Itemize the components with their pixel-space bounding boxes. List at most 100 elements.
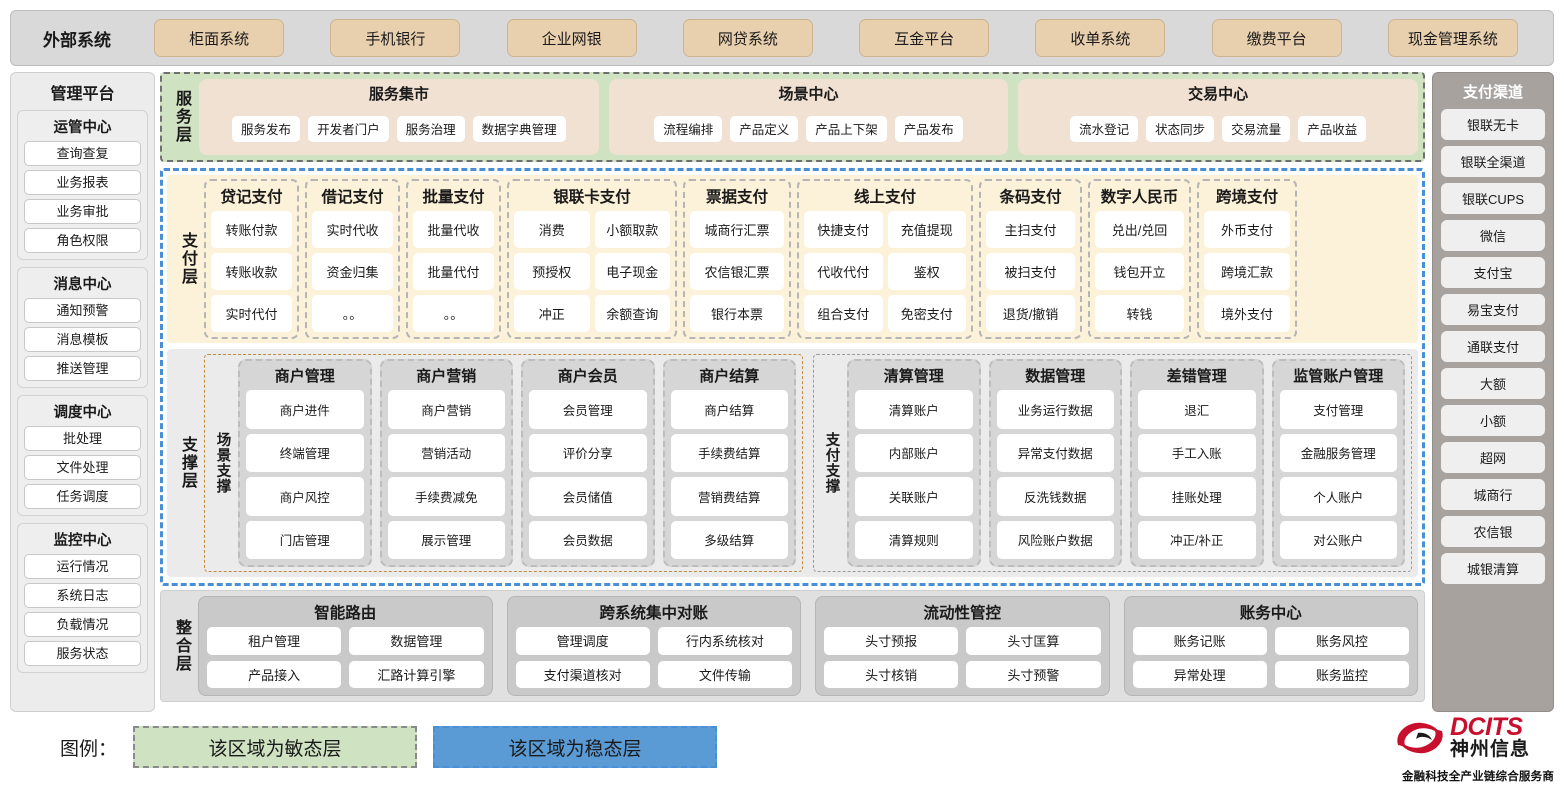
support-item[interactable]: 营销活动	[387, 433, 505, 472]
payment-item[interactable]: 转钱	[1095, 295, 1184, 332]
external-system-chip[interactable]: 柜面系统	[154, 19, 285, 57]
management-item[interactable]: 角色权限	[24, 228, 141, 253]
external-system-chip[interactable]: 手机银行	[330, 19, 461, 57]
support-item[interactable]: 多级结算	[670, 520, 788, 559]
payment-item[interactable]: 实时代付	[211, 295, 292, 332]
payment-item[interactable]: 转账付款	[211, 211, 292, 248]
support-item[interactable]: 展示管理	[387, 520, 505, 559]
payment-channel-item[interactable]: 农信银	[1441, 516, 1545, 547]
integration-item[interactable]: 账务记账	[1132, 627, 1267, 655]
management-item[interactable]: 批处理	[24, 426, 141, 451]
integration-item[interactable]: 头寸匡算	[966, 627, 1101, 655]
management-item[interactable]: 消息模板	[24, 327, 141, 352]
integration-item[interactable]: 头寸预报	[824, 627, 959, 655]
payment-item[interactable]: 城商行汇票	[690, 211, 784, 248]
management-item[interactable]: 服务状态	[24, 641, 141, 666]
payment-item[interactable]: 代收代付	[804, 253, 883, 290]
support-item[interactable]: 风险账户数据	[996, 520, 1114, 559]
payment-item[interactable]: 资金归集	[312, 253, 393, 290]
management-item[interactable]: 任务调度	[24, 484, 141, 509]
external-system-chip[interactable]: 企业网银	[506, 19, 637, 57]
integration-item[interactable]: 行内系统核对	[657, 627, 792, 655]
support-item[interactable]: 业务运行数据	[996, 390, 1114, 429]
management-item[interactable]: 系统日志	[24, 583, 141, 608]
payment-item[interactable]: 。。	[312, 295, 393, 332]
integration-item[interactable]: 汇路计算引擎	[349, 660, 484, 688]
service-item[interactable]: 开发者门户	[308, 115, 389, 142]
support-item[interactable]: 会员管理	[529, 390, 647, 429]
service-item[interactable]: 产品发布	[894, 115, 963, 142]
payment-item[interactable]: 小额取款	[594, 211, 670, 248]
payment-item[interactable]: 批量代付	[413, 253, 494, 290]
integration-item[interactable]: 头寸预警	[966, 660, 1101, 688]
payment-item[interactable]: 预授权	[514, 253, 590, 290]
management-item[interactable]: 推送管理	[24, 356, 141, 381]
payment-channel-item[interactable]: 城商行	[1441, 479, 1545, 510]
payment-item[interactable]: 外币支付	[1204, 211, 1290, 248]
payment-item[interactable]: 余额查询	[594, 295, 670, 332]
payment-item[interactable]: 主扫支付	[986, 211, 1075, 248]
support-item[interactable]: 关联账户	[855, 477, 973, 516]
payment-channel-item[interactable]: 支付宝	[1441, 257, 1545, 288]
payment-item[interactable]: 钱包开立	[1095, 253, 1184, 290]
management-item[interactable]: 运行情况	[24, 554, 141, 579]
service-item[interactable]: 数据字典管理	[472, 115, 566, 142]
payment-item[interactable]: 鉴权	[887, 253, 966, 290]
payment-item[interactable]: 退货/撤销	[986, 295, 1075, 332]
service-item[interactable]: 交易流量	[1222, 115, 1291, 142]
payment-item[interactable]: 境外支付	[1204, 295, 1290, 332]
payment-item[interactable]: 消费	[514, 211, 590, 248]
payment-item[interactable]: 兑出/兑回	[1095, 211, 1184, 248]
support-item[interactable]: 清算账户	[855, 390, 973, 429]
payment-item[interactable]: 免密支付	[887, 295, 966, 332]
payment-channel-item[interactable]: 小额	[1441, 405, 1545, 436]
payment-channel-item[interactable]: 微信	[1441, 220, 1545, 251]
payment-item[interactable]: 转账收款	[211, 253, 292, 290]
integration-item[interactable]: 管理调度	[515, 627, 650, 655]
support-item[interactable]: 挂账处理	[1138, 477, 1256, 516]
management-item[interactable]: 负载情况	[24, 612, 141, 637]
management-item[interactable]: 查询查复	[24, 141, 141, 166]
integration-item[interactable]: 支付渠道核对	[515, 660, 650, 688]
payment-channel-item[interactable]: 通联支付	[1441, 331, 1545, 362]
payment-item[interactable]: 被扫支付	[986, 253, 1075, 290]
service-item[interactable]: 产品收益	[1298, 115, 1367, 142]
service-item[interactable]: 流水登记	[1070, 115, 1139, 142]
support-item[interactable]: 商户结算	[670, 390, 788, 429]
support-item[interactable]: 退汇	[1138, 390, 1256, 429]
support-item[interactable]: 会员数据	[529, 520, 647, 559]
support-item[interactable]: 营销费结算	[670, 477, 788, 516]
service-item[interactable]: 服务治理	[396, 115, 465, 142]
external-system-chip[interactable]: 网贷系统	[682, 19, 813, 57]
integration-item[interactable]: 头寸核销	[824, 660, 959, 688]
integration-item[interactable]: 数据管理	[349, 627, 484, 655]
service-item[interactable]: 流程编排	[654, 115, 723, 142]
support-item[interactable]: 对公账户	[1279, 520, 1397, 559]
support-item[interactable]: 冲正/补正	[1138, 520, 1256, 559]
management-item[interactable]: 文件处理	[24, 455, 141, 480]
support-item[interactable]: 商户进件	[246, 390, 364, 429]
support-item[interactable]: 异常支付数据	[996, 433, 1114, 472]
support-item[interactable]: 反洗钱数据	[996, 477, 1114, 516]
support-item[interactable]: 商户风控	[246, 477, 364, 516]
payment-channel-item[interactable]: 易宝支付	[1441, 294, 1545, 325]
management-item[interactable]: 通知预警	[24, 298, 141, 323]
external-system-chip[interactable]: 收单系统	[1035, 19, 1166, 57]
support-item[interactable]: 会员储值	[529, 477, 647, 516]
support-item[interactable]: 终端管理	[246, 433, 364, 472]
payment-item[interactable]: 跨境汇款	[1204, 253, 1290, 290]
integration-item[interactable]: 账务风控	[1274, 627, 1409, 655]
support-item[interactable]: 个人账户	[1279, 477, 1397, 516]
external-system-chip[interactable]: 缴费平台	[1211, 19, 1342, 57]
integration-item[interactable]: 文件传输	[657, 660, 792, 688]
payment-channel-item[interactable]: 银联CUPS	[1441, 183, 1545, 214]
support-item[interactable]: 商户营销	[387, 390, 505, 429]
integration-item[interactable]: 租户管理	[207, 627, 342, 655]
support-item[interactable]: 评价分享	[529, 433, 647, 472]
support-item[interactable]: 清算规则	[855, 520, 973, 559]
payment-item[interactable]: 快捷支付	[804, 211, 883, 248]
payment-item[interactable]: 冲正	[514, 295, 590, 332]
payment-item[interactable]: 充值提现	[887, 211, 966, 248]
support-item[interactable]: 支付管理	[1279, 390, 1397, 429]
payment-channel-item[interactable]: 大额	[1441, 368, 1545, 399]
